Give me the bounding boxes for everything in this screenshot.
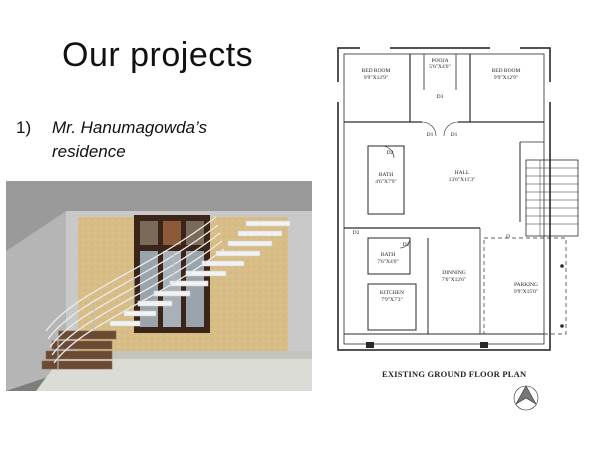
room-bedroom-2-size: 9'9"X12'9": [494, 75, 518, 81]
door-label-d2-lower: D2: [403, 242, 410, 248]
project-name-line2: residence: [52, 142, 126, 161]
room-pooja-size: 5'6"X4'0": [429, 64, 450, 70]
room-dining-size: 7'6"X12'6": [442, 277, 466, 283]
project-list-item: 1) Mr. Hanumagowda’s residence: [16, 116, 207, 164]
room-bath-1-name: BATH: [379, 172, 393, 178]
room-bath-2-name: BATH: [381, 252, 395, 258]
room-bedroom-1-size: 9'9"X12'9": [364, 75, 388, 81]
staircase-render-image: [6, 181, 312, 391]
door-label-d2-upper: D2: [387, 150, 394, 156]
door-label-d3: D3: [437, 94, 444, 100]
slide-title: Our projects: [62, 36, 254, 74]
room-bath-2-size: 7'6"X4'0": [377, 259, 398, 265]
room-parking-name: PARKING: [514, 282, 538, 288]
room-pooja-name: POOJA: [431, 58, 448, 64]
door-label-d2-left: D2: [353, 230, 360, 236]
project-number: 1): [16, 118, 32, 137]
project-name-line1: Mr. Hanumagowda’s: [52, 118, 207, 137]
room-hall-size: 13'6"X11'3": [449, 177, 476, 183]
door-label-d1-left: D1: [427, 132, 434, 138]
door-label-d1-right: D1: [451, 132, 458, 138]
room-bath-1-size: 4'6"X7'9": [375, 179, 396, 185]
floor-plan-caption: EXISTING GROUND FLOOR PLAN: [382, 369, 527, 379]
room-kitchen-size: 7'9"X7'3": [381, 297, 402, 303]
room-hall-name: HALL: [455, 170, 470, 176]
door-label-d: D: [506, 234, 510, 240]
room-bedroom-1-name: BED ROOM: [362, 68, 391, 74]
room-kitchen-name: KITCHEN: [380, 290, 404, 296]
floor-plan-drawing: BED ROOM 9'9"X12'9" POOJA 5'6"X4'0" BED …: [337, 47, 579, 411]
room-parking-size: 9'9"X15'0": [514, 289, 538, 295]
room-bedroom-2-name: BED ROOM: [492, 68, 521, 74]
room-dining-name: DINNING: [442, 270, 466, 276]
